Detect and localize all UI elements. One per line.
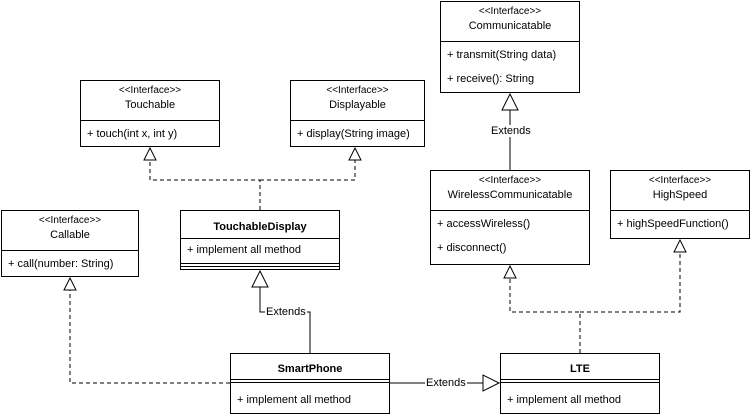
class-name: SmartPhone xyxy=(277,363,343,375)
realization-arrowhead xyxy=(63,276,77,291)
method-item: + call(number: String) xyxy=(8,258,114,270)
realization-arrowhead xyxy=(143,146,157,161)
edge-lte-to-wireless xyxy=(509,278,581,353)
class-name: LTE xyxy=(570,363,590,375)
method-item: + implement all method xyxy=(237,394,352,406)
stereotype-label: <<Interface>> xyxy=(648,175,712,186)
method-item: + touch(int x, int y) xyxy=(87,128,178,140)
interface-name: Communicatable xyxy=(468,20,552,32)
interface-header: <<Interface>> Displayable xyxy=(291,81,424,121)
realization-arrowhead xyxy=(348,146,362,161)
edge-touchdisplay-to-touchable xyxy=(149,160,261,210)
interface-highspeed: <<Interface>> HighSpeed + highSpeedFunct… xyxy=(610,170,750,239)
interface-wireless-communicatable: <<Interface>> WirelessCommunicatable + a… xyxy=(430,170,590,265)
interface-name: WirelessCommunicatable xyxy=(447,189,573,201)
method-item: + display(String image) xyxy=(297,128,410,140)
generalization-arrowhead xyxy=(482,374,501,392)
method-list: + transmit(String data) + receive(): Str… xyxy=(441,42,579,86)
divider xyxy=(181,263,339,264)
method-item: + transmit(String data) xyxy=(447,49,557,61)
divider xyxy=(181,266,339,267)
interface-communicatable: <<Interface>> Communicatable + transmit(… xyxy=(440,1,580,93)
class-header: LTE xyxy=(501,354,659,379)
divider xyxy=(181,238,339,239)
class-header: TouchableDisplay xyxy=(181,211,339,238)
extends-label: Extends xyxy=(265,306,307,318)
method-item: + accessWireless() xyxy=(437,218,531,230)
stereotype-label: <<Interface>> xyxy=(478,175,542,186)
stereotype-label: <<Interface>> xyxy=(118,85,182,96)
realization-arrowhead xyxy=(503,264,517,279)
interface-header: <<Interface>> Touchable xyxy=(81,81,219,121)
realization-arrowhead xyxy=(673,238,687,253)
edge-touchdisplay-to-displayable xyxy=(260,160,356,181)
class-lte: LTE + implement all method xyxy=(500,353,660,414)
method-item: + disconnect() xyxy=(437,242,507,254)
interface-header: <<Interface>> HighSpeed xyxy=(611,171,749,211)
method-list: + implement all method xyxy=(181,239,339,263)
class-name: TouchableDisplay xyxy=(213,221,307,233)
interface-displayable: <<Interface>> Displayable + display(Stri… xyxy=(290,80,425,147)
stereotype-label: <<Interface>> xyxy=(326,85,389,96)
generalization-arrowhead xyxy=(501,92,519,111)
divider xyxy=(231,379,389,380)
interface-callable: <<Interface>> Callable + call(number: St… xyxy=(1,210,139,277)
class-smartphone: SmartPhone + implement all method xyxy=(230,353,390,414)
method-item: + implement all method xyxy=(507,394,622,406)
method-item: + highSpeedFunction() xyxy=(617,218,729,230)
interface-name: HighSpeed xyxy=(652,189,708,201)
extends-label: Extends xyxy=(490,125,532,137)
edge-smartphone-to-touchdisplay xyxy=(259,287,311,353)
interface-name: Callable xyxy=(50,229,90,241)
method-item: + receive(): String xyxy=(447,73,535,85)
class-header: SmartPhone xyxy=(231,354,389,379)
interface-name: Displayable xyxy=(329,99,386,111)
divider xyxy=(501,379,659,380)
divider xyxy=(501,382,659,383)
class-touchable-display: TouchableDisplay + implement all method xyxy=(180,210,340,270)
interface-header: <<Interface>> WirelessCommunicatable xyxy=(431,171,589,211)
method-list: + display(String image) xyxy=(291,121,424,141)
interface-name: Touchable xyxy=(124,99,176,111)
method-list: + accessWireless() + disconnect() xyxy=(431,211,589,255)
method-list: + highSpeedFunction() xyxy=(611,211,749,231)
generalization-arrowhead xyxy=(251,269,269,288)
edge-lte-to-highspeed xyxy=(580,252,681,313)
stereotype-label: <<Interface>> xyxy=(478,6,542,17)
interface-header: <<Interface>> Communicatable xyxy=(441,2,579,42)
method-list: + implement all method xyxy=(501,383,659,407)
method-list: + touch(int x, int y) xyxy=(81,121,219,141)
method-item: + implement all method xyxy=(187,244,302,256)
interface-touchable: <<Interface>> Touchable + touch(int x, i… xyxy=(80,80,220,147)
method-list: + implement all method xyxy=(231,383,389,407)
divider xyxy=(231,382,389,383)
interface-header: <<Interface>> Callable xyxy=(2,211,138,251)
edge-smartphone-to-callable xyxy=(69,290,230,384)
method-list: + call(number: String) xyxy=(2,251,138,271)
extends-label: Extends xyxy=(425,377,467,389)
stereotype-label: <<Interface>> xyxy=(38,215,102,226)
